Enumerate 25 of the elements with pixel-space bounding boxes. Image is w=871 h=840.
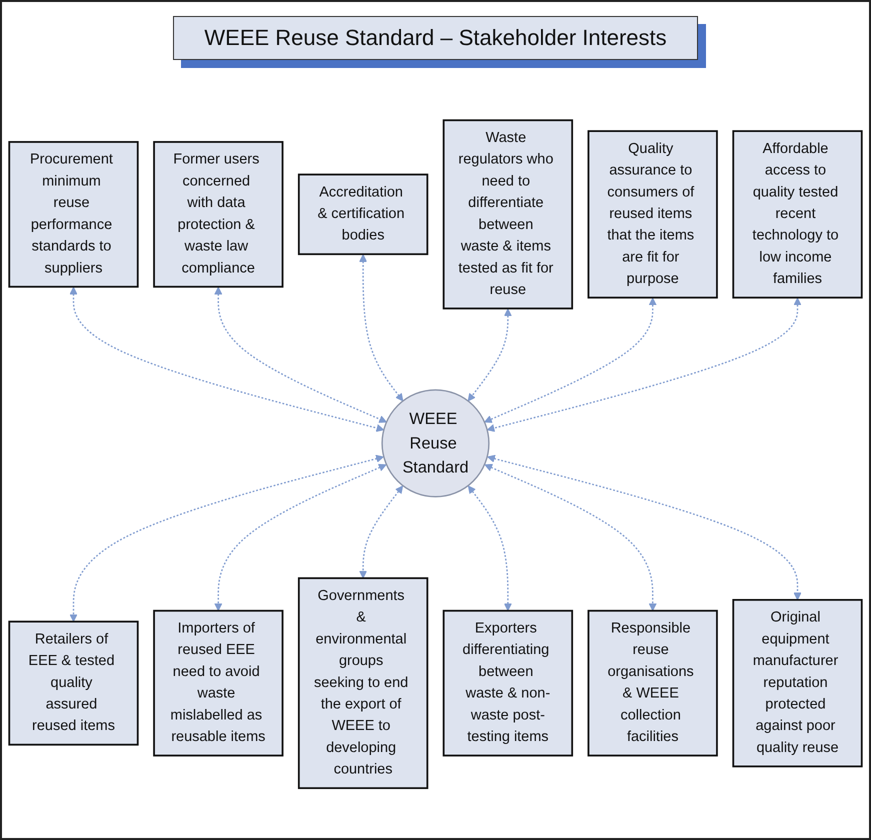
arrow [484,464,657,611]
node-box: Quality assurance to consumers of reused items that the items are fit for purpose [588,130,718,298]
node-box: Affordable access to quality tested recent technology to low income families [732,130,863,298]
arrow [484,297,657,423]
node-box: Former users concerned with data protection & waste law compliance [153,140,284,288]
node-box: Waste regulators who need to differentiate between waste & items tested as fit for reuse [442,119,574,310]
arrow [70,286,384,432]
arrow [359,485,404,578]
arrow [487,454,802,600]
node-box: Exporters differentiating between waste & non-waste post-testing items [442,610,574,756]
arrow [70,454,384,622]
node-box: Procurement minimum reuse performance standards to suppliers [8,140,139,288]
node-box: Governments & environmental groups seeking to end the export of WEEE to developing countries [298,577,428,789]
arrow [468,308,512,402]
node-box: Accreditation & certification bodies [298,173,428,255]
node-box: Responsible reuse organisations & WEEE collection facilities [588,610,718,756]
arrow [486,297,802,432]
node-box: Original equipment manufacturer reputation protected against poor quality reuse [732,598,863,768]
node-box: Importers of reused EEE need to avoid waste mislabelled as reusable items [153,610,284,756]
arrow [214,286,387,423]
node-box: Retailers of EEE & tested quality assured reused items [8,620,139,746]
node-circle: WEEE Reuse Standard [381,389,490,498]
arrow [359,254,404,402]
arrow [214,464,387,611]
arrow [468,485,512,611]
